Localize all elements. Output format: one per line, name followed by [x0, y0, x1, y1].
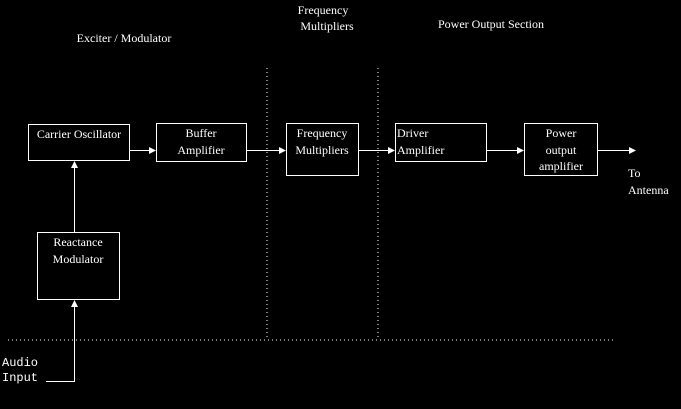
- wire-modulator-to-oscillator: [71, 161, 78, 232]
- wire-multipliers-to-driver: [359, 147, 395, 154]
- section-frequency-multipliers-line2: Multipliers: [300, 19, 354, 33]
- frequency-multipliers-label-line1: Frequency: [297, 126, 348, 140]
- carrier-oscillator-label: Carrier Oscillator: [37, 127, 121, 141]
- frequency-multipliers-label-line2: Multipliers: [295, 143, 349, 157]
- wire-oscillator-to-buffer: [130, 147, 156, 154]
- wire-driver-to-power-amp: [487, 147, 524, 154]
- buffer-amplifier-label-line1: Buffer: [185, 126, 216, 140]
- block-buffer-amplifier: Buffer Amplifier: [156, 123, 247, 162]
- audio-input-label-line1: Audio: [2, 356, 38, 370]
- section-power-output: Power Output Section: [438, 17, 544, 31]
- power-output-amplifier-label-line3: amplifier: [539, 159, 583, 173]
- wire-power-amp-to-antenna: [598, 147, 636, 154]
- buffer-amplifier-label-line2: Amplifier: [177, 143, 224, 157]
- to-antenna-label-line2: Antenna: [628, 183, 669, 197]
- to-antenna-label-line1: To: [628, 166, 641, 180]
- driver-amplifier-label-line1: Driver: [397, 126, 428, 140]
- power-output-amplifier-label-line1: Power: [546, 126, 577, 140]
- audio-input-label-line2: Input: [2, 371, 38, 385]
- reactance-modulator-label-line2: Modulator: [53, 252, 104, 266]
- block-carrier-oscillator: Carrier Oscillator: [28, 124, 130, 161]
- section-exciter-modulator: Exciter / Modulator: [77, 31, 172, 45]
- block-driver-amplifier: Driver Amplifier: [395, 123, 487, 162]
- block-frequency-multipliers: Frequency Multipliers: [286, 123, 359, 176]
- wire-audio-input-to-modulator: [46, 300, 78, 382]
- section-frequency-multipliers-line1: Frequency: [298, 3, 349, 17]
- driver-amplifier-label-line2: Amplifier: [397, 143, 444, 157]
- block-power-output-amplifier: Power output amplifier: [524, 123, 598, 176]
- block-reactance-modulator: Reactance Modulator: [37, 232, 120, 300]
- wire-buffer-to-multipliers: [247, 147, 286, 154]
- power-output-amplifier-label-line2: output: [546, 143, 577, 157]
- reactance-modulator-label-line1: Reactance: [53, 235, 102, 249]
